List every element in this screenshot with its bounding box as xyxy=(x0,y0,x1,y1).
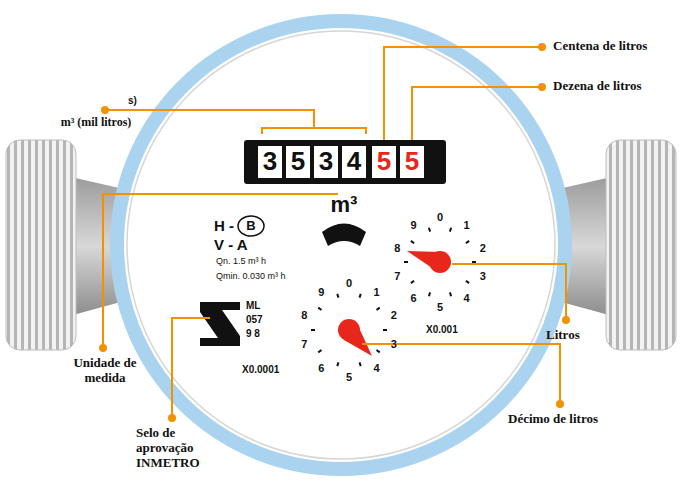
class-circle xyxy=(238,216,264,236)
dial-tick xyxy=(377,350,380,352)
class-mark: V - A xyxy=(214,236,248,253)
dial-tick xyxy=(472,261,476,263)
callout-label: Centena de litros xyxy=(553,39,647,54)
dial-number: 7 xyxy=(301,338,307,351)
counter-digit: 4 xyxy=(347,147,361,177)
dial-number: 0 xyxy=(346,277,352,290)
callout-label: m³ (mil litros) xyxy=(60,116,132,130)
dial-tick xyxy=(318,308,321,310)
dial-tick xyxy=(383,329,387,331)
dial-tick xyxy=(429,292,430,296)
left-pipe xyxy=(6,140,128,350)
meter-ring xyxy=(117,21,565,469)
dial-multiplier: X0.0001 xyxy=(242,364,279,376)
dial-number: 4 xyxy=(374,362,380,375)
dial-number: 8 xyxy=(394,242,400,255)
liters-pointer xyxy=(407,251,451,273)
dial-number: 6 xyxy=(410,292,416,305)
counter-digit: 3 xyxy=(263,147,277,177)
dial-number: 9 xyxy=(318,286,324,299)
tenth-liters-pointer xyxy=(338,319,372,356)
dial-tick xyxy=(377,308,380,310)
counter-digit: 3 xyxy=(319,147,333,177)
callout-label: Dezena de litros xyxy=(553,79,642,94)
class-mark: B xyxy=(246,219,255,234)
callout-label: Unidade de medida xyxy=(72,356,138,386)
dial-number: 1 xyxy=(374,286,380,299)
meter-face xyxy=(127,31,555,459)
seal-code: 057 xyxy=(246,314,263,326)
flow-rating: Qmin. 0.030 m³ h xyxy=(216,271,286,281)
callout-label: Décimo de litros xyxy=(508,412,598,427)
leader-dots xyxy=(99,43,570,422)
leader-lines xyxy=(103,47,566,416)
dial-number: 1 xyxy=(463,219,469,232)
dial-number: 0 xyxy=(437,211,443,224)
dial-tick xyxy=(404,261,408,263)
dial-number: 5 xyxy=(437,301,443,314)
dial-number: 7 xyxy=(394,270,400,283)
dial-tick xyxy=(411,281,414,283)
dial-tick xyxy=(337,294,338,298)
counter-digit: 5 xyxy=(405,147,419,177)
dial-number: 6 xyxy=(318,362,324,375)
crescent-symbol xyxy=(322,224,366,247)
stray-mark: s) xyxy=(128,95,137,107)
dial-number: 2 xyxy=(480,242,486,255)
class-mark: H - xyxy=(214,217,234,234)
dial-tick xyxy=(450,228,451,232)
callout-label: Selo de aprovação INMETRO xyxy=(136,426,210,471)
dial-number: 3 xyxy=(480,270,486,283)
dial-tick xyxy=(318,350,321,352)
inmetro-seal xyxy=(200,302,240,346)
dial-tick xyxy=(337,362,338,366)
dial-number: 5 xyxy=(346,371,352,384)
dial-tick xyxy=(450,292,451,296)
dial-tick xyxy=(360,362,361,366)
dial-number: 3 xyxy=(391,338,397,351)
dial-tick xyxy=(360,294,361,298)
flow-rating: Qn. 1.5 m³ h xyxy=(216,256,266,266)
dial-ticks xyxy=(311,228,476,366)
counter xyxy=(244,140,446,184)
dial-tick xyxy=(429,228,430,232)
dial-tick xyxy=(311,329,315,331)
seal-code: ML xyxy=(246,300,260,312)
dial-number: 9 xyxy=(410,219,416,232)
dial-number: 2 xyxy=(391,309,397,322)
counter-digit: 5 xyxy=(377,147,391,177)
unit-symbol: m³ xyxy=(331,192,358,217)
callout-label: Litros xyxy=(546,328,580,343)
counter-digit: 5 xyxy=(291,147,305,177)
dial-tick xyxy=(466,281,469,283)
dial-tick xyxy=(466,241,469,243)
dial-tick xyxy=(411,241,414,243)
dial-number: 8 xyxy=(301,309,307,322)
seal-code: 9 8 xyxy=(246,328,260,340)
dial-number: 4 xyxy=(463,292,469,305)
right-pipe xyxy=(554,140,676,350)
dial-multiplier: X0.001 xyxy=(426,324,458,336)
